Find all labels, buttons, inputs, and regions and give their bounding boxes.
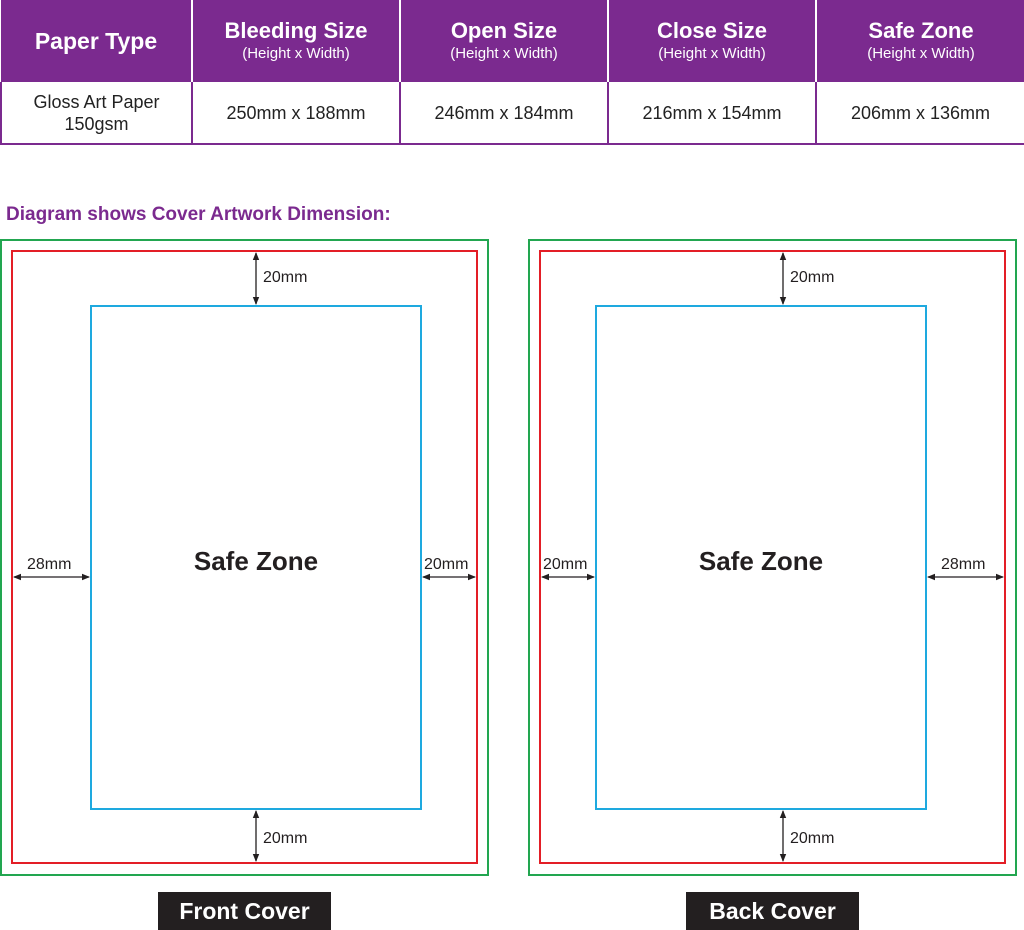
cell-close-size: 216mm x 154mm <box>608 82 817 145</box>
back-cover-caption: Back Cover <box>686 892 859 930</box>
front-trim-outline <box>11 250 478 864</box>
front-bleed-outline <box>0 239 489 876</box>
header-title: Bleeding Size <box>224 18 368 43</box>
header-title: Paper Type <box>34 28 158 54</box>
back-bottom-margin-label: 20mm <box>790 830 834 847</box>
header-title: Close Size <box>656 18 768 43</box>
front-right-margin-label: 20mm <box>424 556 468 573</box>
header-safe-zone: Safe Zone (Height x Width) <box>816 0 1024 82</box>
header-title: Safe Zone <box>868 18 974 43</box>
paper-spec-table: Paper Type Bleeding Size (Height x Width… <box>0 0 1024 145</box>
header-subtitle: (Height x Width) <box>242 45 350 62</box>
back-safe-zone-label: Safe Zone <box>699 546 823 576</box>
spec-header-row: Paper Type Bleeding Size (Height x Width… <box>1 0 1024 82</box>
front-top-margin-label: 20mm <box>263 269 307 286</box>
front-bottom-margin-label: 20mm <box>263 830 307 847</box>
back-right-margin-label: 28mm <box>941 556 985 573</box>
header-close-size: Close Size (Height x Width) <box>608 0 817 82</box>
front-safe-zone-label: Safe Zone <box>194 546 318 576</box>
cell-open-size: 246mm x 184mm <box>400 82 609 145</box>
front-safe-zone-outline <box>90 305 422 810</box>
back-cover-diagram: 20mm 20mm 20mm 28mm Safe Zone <box>528 239 1017 876</box>
back-bleed-outline <box>528 239 1017 876</box>
front-cover-diagram: 20mm 20mm 28mm 20mm Safe Zone <box>0 239 489 876</box>
cell-paper-type: Gloss Art Paper 150gsm <box>0 82 193 145</box>
header-subtitle: (Height x Width) <box>658 45 766 62</box>
diagram-title: Diagram shows Cover Artwork Dimension: <box>6 204 391 225</box>
header-open-size: Open Size (Height x Width) <box>400 0 609 82</box>
front-left-margin-label: 28mm <box>27 556 71 573</box>
header-paper-type: Paper Type <box>1 0 193 82</box>
cell-safe-zone: 206mm x 136mm <box>816 82 1024 145</box>
back-left-margin-label: 20mm <box>543 556 587 573</box>
header-subtitle: (Height x Width) <box>450 45 558 62</box>
header-subtitle: (Height x Width) <box>867 45 975 62</box>
front-cover-caption: Front Cover <box>158 892 331 930</box>
header-title: Open Size <box>450 18 558 43</box>
cell-bleeding-size: 250mm x 188mm <box>192 82 401 145</box>
table-row: Gloss Art Paper 150gsm 250mm x 188mm 246… <box>0 82 1024 145</box>
back-top-margin-label: 20mm <box>790 269 834 286</box>
back-trim-outline <box>539 250 1006 864</box>
paper-weight-line: 150gsm <box>64 113 129 134</box>
header-bleeding-size: Bleeding Size (Height x Width) <box>192 0 401 82</box>
paper-type-line: Gloss Art Paper <box>33 91 160 112</box>
back-safe-zone-outline <box>595 305 927 810</box>
